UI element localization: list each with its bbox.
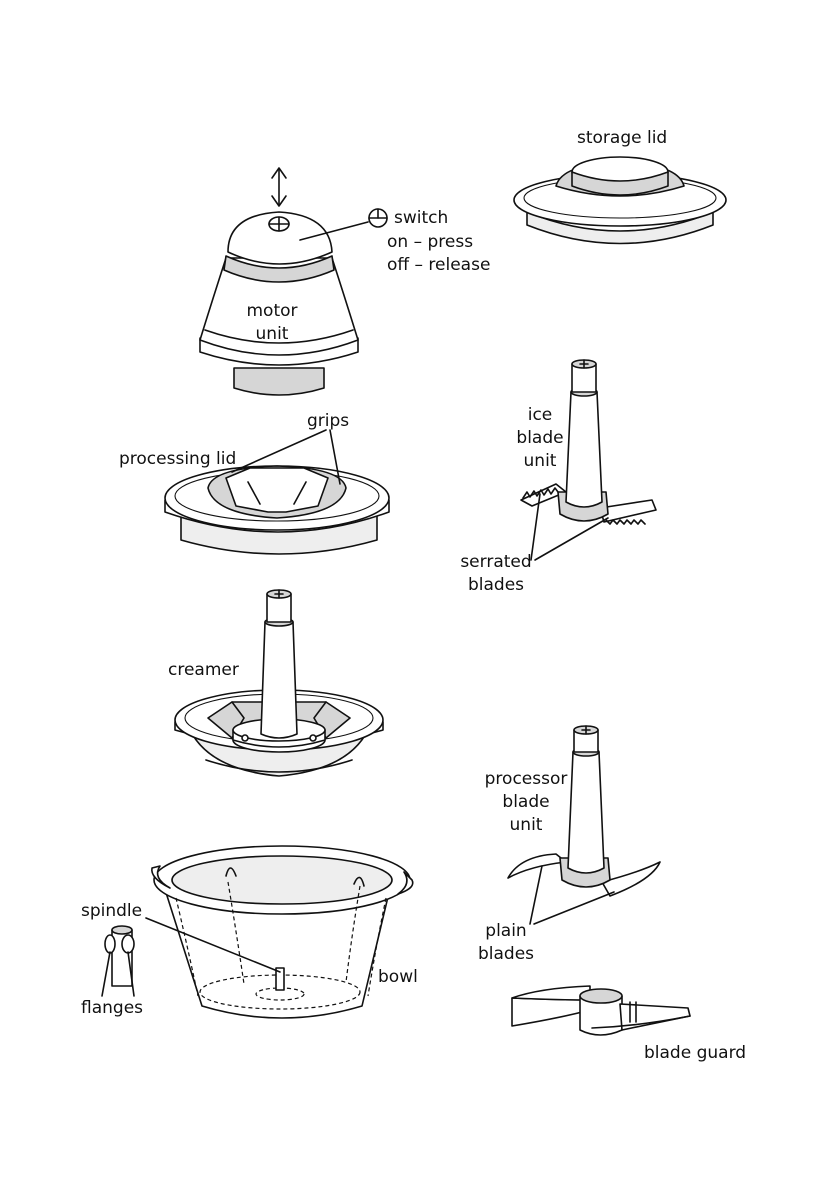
- storage-lid-drawing: [514, 157, 726, 244]
- label-plain-blades: blades: [474, 943, 538, 966]
- label-ice: ice: [512, 404, 568, 427]
- label-on-press: on – press: [387, 231, 473, 254]
- bowl-drawing: [146, 846, 413, 1018]
- label-creamer: creamer: [168, 659, 239, 682]
- label-flanges: flanges: [81, 997, 143, 1020]
- label-motor: motor: [236, 300, 308, 323]
- label-spindle: spindle: [81, 900, 142, 923]
- label-ice-unit: unit: [512, 450, 568, 473]
- label-grips: grips: [307, 410, 349, 433]
- label-processor-blade: blade: [478, 791, 574, 814]
- switch-symbol-icon: [369, 209, 387, 227]
- label-processing-lid: processing lid: [119, 448, 236, 471]
- label-storage-lid: storage lid: [577, 127, 667, 150]
- flanges-drawing: [102, 926, 134, 996]
- label-motor-unit: unit: [236, 323, 308, 346]
- label-serrated-blades: blades: [456, 574, 536, 597]
- label-bowl: bowl: [378, 966, 418, 989]
- label-processor-unit: unit: [478, 814, 574, 837]
- label-blade-guard: blade guard: [644, 1042, 746, 1065]
- label-plain: plain: [474, 920, 538, 943]
- motor-unit-drawing: [200, 168, 387, 395]
- switch-button-icon: [269, 217, 289, 231]
- creamer-drawing: [175, 590, 383, 776]
- label-processor: processor: [478, 768, 574, 791]
- label-switch: switch: [394, 207, 448, 230]
- blade-guard-drawing: [512, 986, 690, 1035]
- label-serrated: serrated: [456, 551, 536, 574]
- label-off-release: off – release: [387, 254, 490, 277]
- label-ice-blade: blade: [512, 427, 568, 450]
- double-vertical-arrow-icon: [272, 168, 286, 206]
